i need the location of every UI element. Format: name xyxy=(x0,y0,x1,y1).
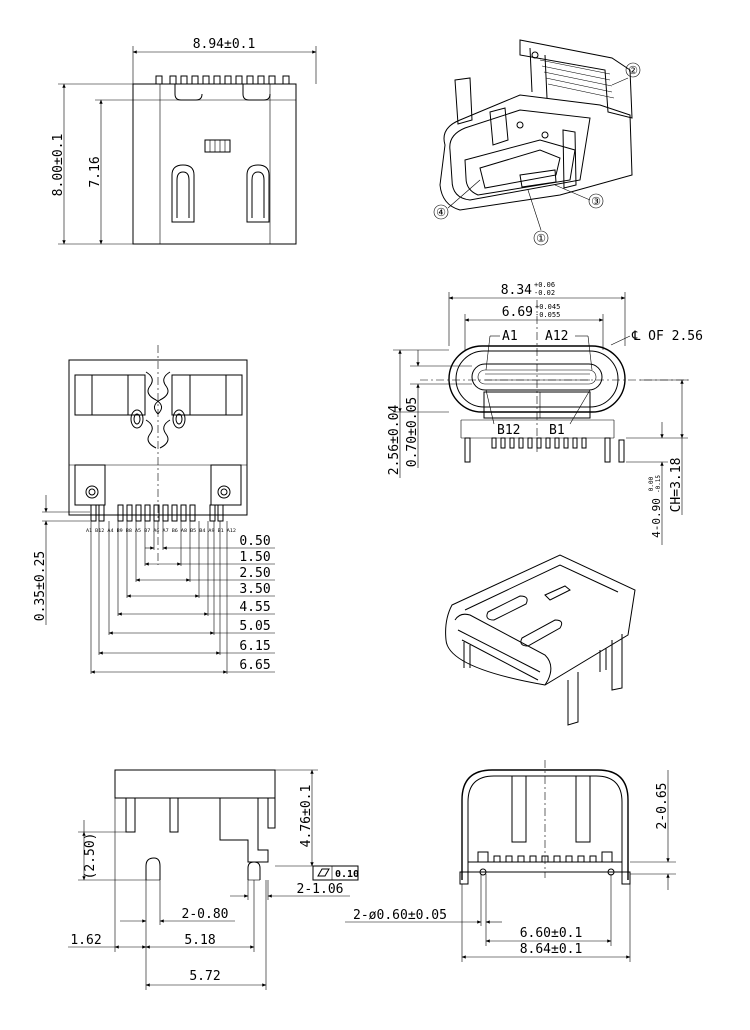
dim-665: 6.65 xyxy=(239,658,270,673)
top-view-pins xyxy=(155,75,290,85)
dim-572: 5.72 xyxy=(189,969,220,984)
dim-864: 8.64±0.1 xyxy=(520,942,583,957)
dim-162: 1.62 xyxy=(70,933,101,948)
dim-256: 2.56±0.04 xyxy=(387,405,402,476)
callout-3: ③ xyxy=(591,195,601,208)
front-inner-tol-plus: +0.045 xyxy=(535,303,560,311)
pin-label-a1: A1 xyxy=(502,329,518,344)
dim-ch: CH=3.18 xyxy=(669,458,684,513)
dim-518: 5.18 xyxy=(184,933,215,948)
dim-leg-tol-plus: 0.00 xyxy=(648,476,655,491)
callout-4: ④ xyxy=(436,206,446,219)
front-opening-width: 8.34 xyxy=(501,283,532,298)
pin-labels: A1 B12 A4 B9 B8 A5 B7 A6 A7 B6 A8 B5 B4 … xyxy=(86,528,236,534)
callout-2: ② xyxy=(628,64,638,77)
front-view: 8.34 +0.06 -0.02 6.69 +0.045 -0.055 A1 A… xyxy=(387,281,703,545)
front-inner-width: 6.69 xyxy=(502,305,533,320)
dim-2-080: 2-0.80 xyxy=(182,907,229,922)
pin-view: A1 B12 A4 B9 B8 A5 B7 A6 A7 B6 A8 B5 B4 … xyxy=(33,345,275,674)
dim-2-065: 2-0.65 xyxy=(655,783,670,830)
pin-pitch-dimensions: 0.50 1.50 2.50 3.50 4.55 xyxy=(90,521,275,674)
pin-label-a12: A12 xyxy=(545,329,568,344)
dim-hole: 2-ø0.60±0.05 xyxy=(353,908,447,923)
top-inner-height-dim: 7.16 xyxy=(88,156,103,187)
dim-350: 3.50 xyxy=(239,582,270,597)
dim-660: 6.60±0.1 xyxy=(520,926,583,941)
dim-leg: 4-0.90 xyxy=(650,498,663,538)
top-height-dim: 8.00±0.1 xyxy=(51,134,66,197)
isometric-view-middle xyxy=(445,554,636,726)
top-width-dim: 8.94±0.1 xyxy=(193,37,256,52)
bottom-view: 2-0.65 2-ø0.60±0.05 6.60±0.1 8.64±0.1 xyxy=(345,760,676,962)
centerline-label: ℄ OF 2.56 xyxy=(631,329,703,344)
front-inner-tol-minus: -0.055 xyxy=(535,311,560,319)
front-view-pins xyxy=(491,437,587,449)
dim-476: 4.76±0.1 xyxy=(299,785,314,848)
pin-label-b12: B12 xyxy=(497,423,520,438)
isometric-view-top: ② ③ ① ④ xyxy=(433,39,641,246)
dim-035: 0.35±0.25 xyxy=(33,551,48,621)
side-view: 4.76±0.1 0.10 (2.50) 2-1.06 2-0.80 1.62 xyxy=(68,769,359,990)
flatness-value: 0.10 xyxy=(335,869,359,880)
pin-view-pins xyxy=(90,504,224,522)
dim-250-ref: (2.50) xyxy=(83,833,98,880)
front-opening-tol-minus: -0.02 xyxy=(534,289,555,297)
dim-455: 4.55 xyxy=(239,600,270,615)
dim-2-106: 2-1.06 xyxy=(297,882,344,897)
dim-615: 6.15 xyxy=(239,639,270,654)
dim-505: 5.05 xyxy=(239,619,270,634)
dim-250: 2.50 xyxy=(239,566,270,581)
dim-leg-tol-minus: -0.15 xyxy=(655,475,662,493)
top-view: 8.94±0.1 8.00±0.1 7.16 xyxy=(51,37,317,245)
callout-1: ① xyxy=(536,232,546,245)
dim-150: 1.50 xyxy=(239,550,270,565)
pin-label-b1: B1 xyxy=(549,423,565,438)
dim-050: 0.50 xyxy=(239,534,270,549)
dim-070: 0.70±0.05 xyxy=(405,397,420,467)
front-opening-tol-plus: +0.06 xyxy=(534,281,555,289)
